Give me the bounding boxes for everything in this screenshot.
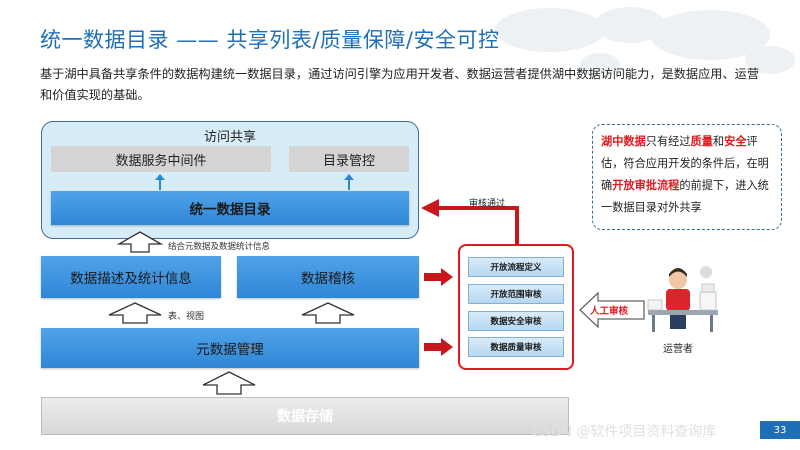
page-title: 统一数据目录 —— 共享列表/质量保障/安全可控 (40, 28, 500, 52)
unified-catalog-box: 统一数据目录 (51, 191, 409, 225)
watermark: CSDN @软件项目资料查询库 (532, 424, 717, 440)
review-item: 数据安全审核 (468, 311, 564, 331)
note-text: 评估，符合应用开发的条件后，在明确 (601, 135, 769, 192)
data-service-middleware-box: 数据服务中间件 (51, 146, 271, 172)
operator-icon (647, 266, 718, 332)
note-text: 的前提下，进入统一数据目录对外共享 (601, 179, 769, 214)
hollow-up-arrow-icon (116, 231, 164, 253)
review-item: 开放流程定义 (468, 257, 564, 277)
note-text-red: 开放审批流程 (612, 179, 680, 192)
approved-label: 审核通过 (469, 199, 506, 209)
hollow-up-arrow-icon (301, 302, 355, 324)
hollow-up-arrow-icon (108, 302, 162, 324)
data-storage-box: 数据存储 (41, 397, 569, 435)
note-text: 和 (712, 135, 725, 148)
world-map-decoration (495, 7, 795, 77)
note-text: 只有经过 (645, 135, 691, 148)
note-box: 湖中数据只有经过质量和安全评估，符合应用开发的条件后，在明确开放审批流程的前提下… (592, 124, 782, 230)
note-text-red: 安全 (724, 135, 747, 148)
approval-arrow-icon (421, 199, 519, 245)
manual-review-label: 人工审核 (590, 306, 629, 317)
data-description-box: 数据描述及统计信息 (41, 256, 221, 298)
catalog-control-box: 目录管控 (289, 146, 409, 172)
table-view-label: 表、视图 (168, 312, 205, 322)
access-share-title: 访问共享 (203, 130, 256, 145)
data-audit-box: 数据稽核 (237, 256, 419, 298)
note-text-red: 质量 (690, 135, 713, 148)
operator-label: 运营者 (663, 344, 693, 355)
page-number: 33 (760, 421, 800, 439)
red-right-arrow-icon (424, 338, 453, 356)
manual-review-arrow-icon (579, 291, 645, 329)
hollow-up-arrow-icon (202, 371, 256, 395)
metadata-management-box: 元数据管理 (41, 328, 419, 368)
review-item: 数据质量审核 (468, 337, 564, 357)
red-right-arrow-icon (424, 268, 453, 286)
review-item: 开放范围审核 (468, 284, 564, 304)
up-arrow-icon (155, 174, 165, 190)
up-arrow-icon (344, 174, 354, 190)
note-text-red: 湖中数据 (601, 135, 646, 148)
page-subtitle: 基于湖中具备共享条件的数据构建统一数据目录，通过访问引擎为应用开发者、数据运营者… (40, 67, 760, 102)
combine-metadata-label: 结合元数据及数据统计信息 (168, 242, 271, 252)
